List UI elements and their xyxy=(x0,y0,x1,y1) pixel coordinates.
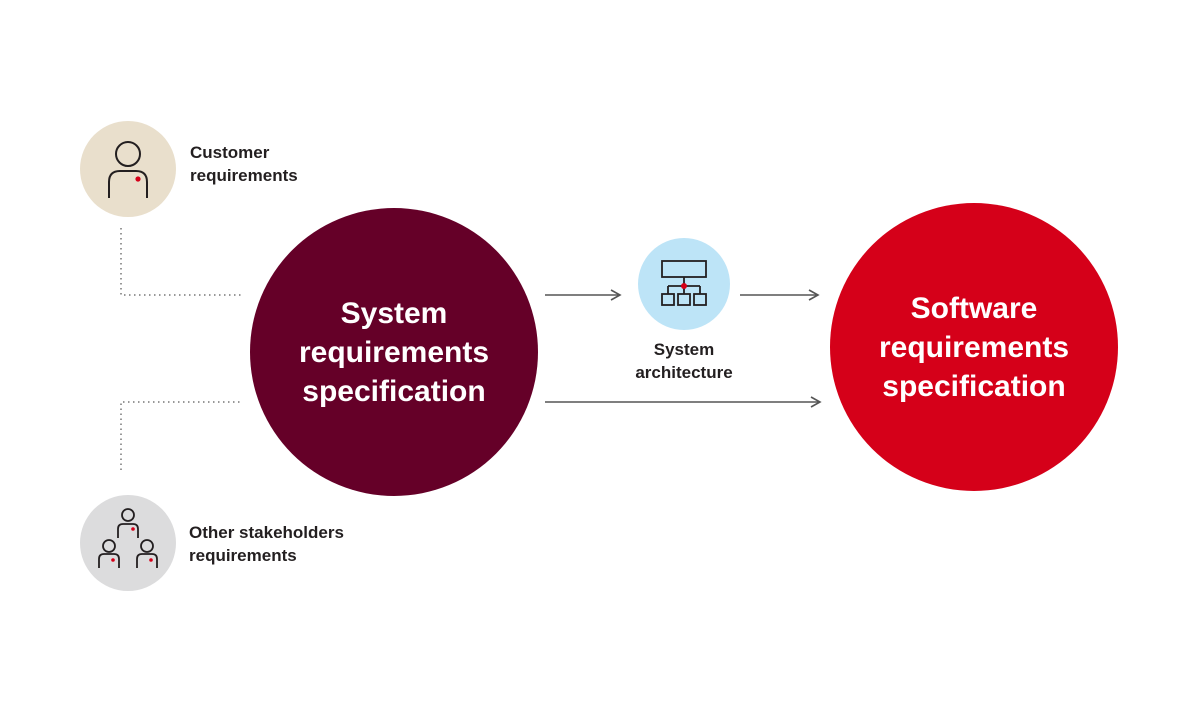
software-requirements-label: Software requirements specification xyxy=(878,291,1070,403)
software-requirements-circle: Software requirements specification xyxy=(830,203,1118,491)
hierarchy-diagram-icon xyxy=(661,260,707,306)
architecture-icon-circle xyxy=(638,238,730,330)
person-icon xyxy=(108,141,148,198)
system-requirements-circle: System requirements specification xyxy=(250,208,538,496)
customer-requirements-label: Customer requirements xyxy=(190,143,298,185)
system-architecture-label: System architecture xyxy=(635,340,733,382)
stakeholders-dotted-connector xyxy=(120,401,243,470)
system-requirements-label: System requirements specification xyxy=(298,296,490,408)
customer-icon-circle xyxy=(80,121,176,217)
group-of-people-icon xyxy=(98,508,158,568)
stakeholders-requirements-label: Other stakeholders requirements xyxy=(189,523,344,565)
stakeholders-icon-circle xyxy=(80,495,176,591)
customer-dotted-connector xyxy=(120,228,243,296)
